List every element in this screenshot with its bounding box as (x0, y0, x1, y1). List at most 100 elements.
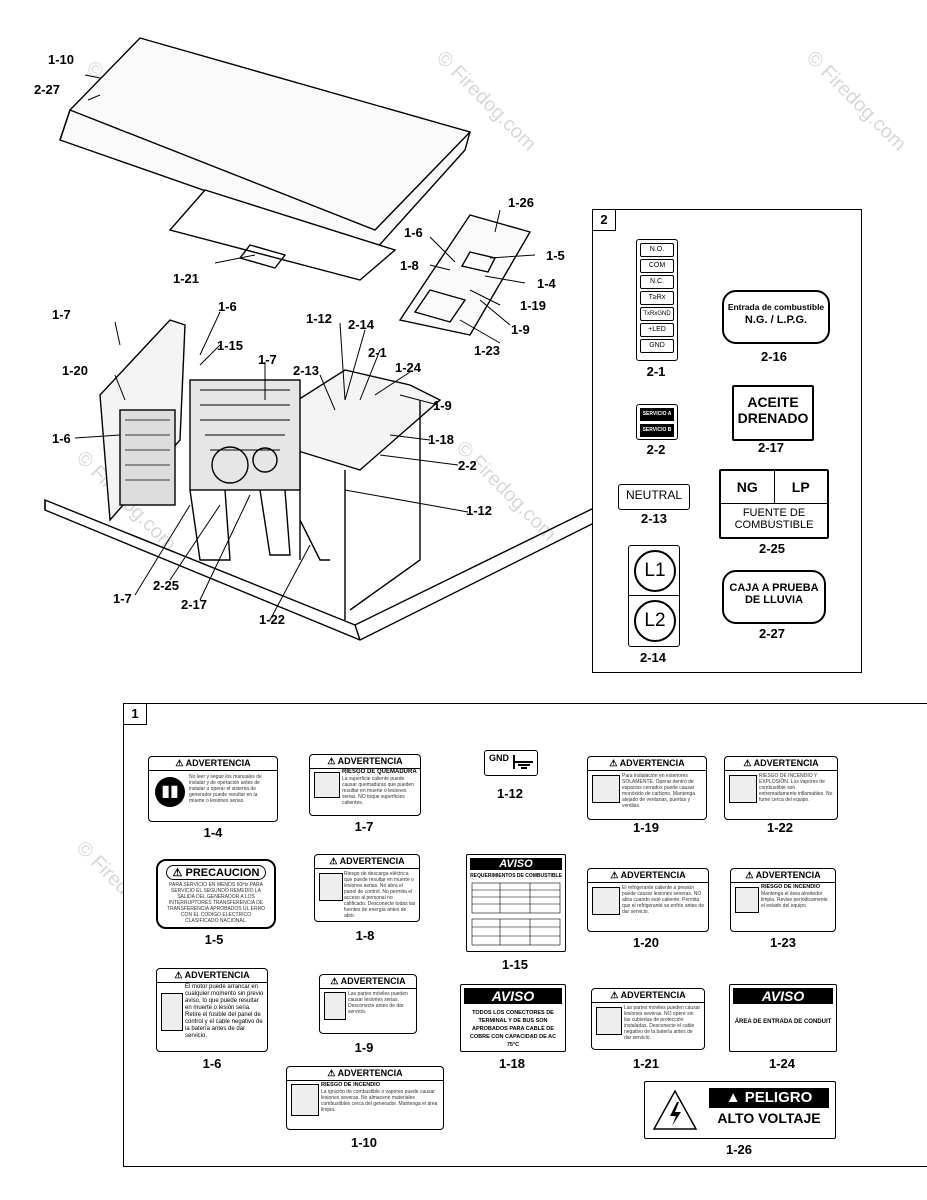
callout-1-19: 1-19 (520, 298, 547, 313)
fuel-entry-decal: Entrada de combustible N.G. / L.P.G. (722, 290, 830, 344)
decal-caption: 1-23 (769, 935, 797, 950)
gnd-decal: GND (484, 750, 538, 776)
warning-triangle-icon: ⚠ (745, 870, 754, 880)
decal-caption: 1-21 (632, 1056, 660, 1071)
panel-1-decals: 1 ⚠ ADVERTENCIA ▮▮ No leer y seguir los … (123, 703, 927, 1167)
callout-1-5: 1-5 (546, 248, 565, 263)
terminal-row: +LED (640, 323, 674, 337)
service-row: SERVICIO A (640, 408, 674, 421)
warning-triangle-icon: ⚠ (327, 756, 336, 766)
decal-subhead: RIESGO DE QUEMADURA (342, 769, 417, 775)
header-text: ADVERTENCIA (755, 870, 821, 880)
header-text: ADVERTENCIA (620, 990, 686, 1000)
advertencia-header: ⚠ ADVERTENCIA (588, 869, 708, 883)
terminal-strip-decal: N.O. COM N.C. T≥Rx TxRxGND +LED GND (636, 239, 678, 361)
decal-subhead: RIESGO DE INCENDIO (321, 1082, 380, 1088)
callout-1-24: 1-24 (395, 360, 422, 375)
fuel-entry-line2: N.G. / L.P.G. (744, 314, 808, 326)
aviso-header: AVISO (733, 988, 833, 1004)
fuel-requirements-head: REQUERIMIENTOS DE COMBUSTIBLE (470, 873, 562, 879)
exhaust-hazard-icon (592, 775, 620, 803)
callout-2-13: 2-13 (293, 363, 320, 378)
fire-hazard-icon (291, 1084, 319, 1116)
aviso-header: AVISO (464, 988, 562, 1004)
header-text: ADVERTENCIA (340, 976, 406, 986)
oil-drain-decal: ACEITE DRENADO (732, 385, 814, 441)
warning-triangle-icon: ⚠ (174, 970, 183, 980)
decal-1-6: ⚠ ADVERTENCIA El motor puede arrancar en… (156, 968, 268, 1052)
warning-triangle-icon: ⚠ (609, 758, 618, 768)
header-text: ADVERTENCIA (753, 758, 819, 768)
decal-1-21: ⚠ ADVERTENCIA Las partes móviles pueden … (591, 988, 705, 1050)
rainproof-box-decal: CAJA A PRUEBA DE LLUVIA (722, 570, 826, 624)
decal-body: Las partes móviles pueden causar lesione… (624, 1005, 701, 1041)
watermark: © Firedog.com (801, 46, 911, 156)
auto-start-icon (161, 993, 183, 1031)
callout-1-21: 1-21 (173, 271, 200, 286)
moving-parts-icon (324, 992, 346, 1020)
header-text: ADVERTENCIA (185, 758, 251, 768)
decal-1-18: AVISO TODOS LOS CONECTORES DE TERMINAL Y… (460, 984, 566, 1052)
decal-1-26: ▲ PELIGRO ALTO VOLTAJE (644, 1081, 836, 1139)
gnd-text: GND (489, 753, 509, 763)
manual-book-icon: ▮▮ (155, 777, 185, 807)
decal-caption: 1-7 (354, 819, 374, 834)
callout-1-20: 1-20 (62, 363, 89, 378)
decal-caption: 2-17 (757, 440, 785, 455)
callout-1-7: 1-7 (113, 591, 132, 606)
decal-caption: 2-1 (646, 364, 666, 379)
panel-tag: 2 (593, 210, 616, 231)
terminal-row: T≥Rx (640, 291, 674, 305)
decal-caption: 1-8 (355, 928, 375, 943)
decal-caption: 1-6 (202, 1056, 222, 1071)
header-text: ADVERTENCIA (619, 758, 685, 768)
rainproof-line1: CAJA A PRUEBA (729, 582, 819, 594)
terminal-row: COM (640, 259, 674, 273)
decal-1-20: ⚠ ADVERTENCIA El refrigerante caliente a… (587, 868, 709, 932)
callout-2-27: 2-27 (34, 82, 61, 97)
high-voltage-icon (652, 1089, 698, 1130)
rainproof-line2: DE LLUVIA (744, 594, 804, 606)
callout-1-18: 1-18 (428, 432, 455, 447)
oil-line2: DRENADO (737, 410, 809, 426)
advertencia-header: ⚠ ADVERTENCIA (731, 869, 835, 883)
fuel-requirements-table (471, 882, 561, 946)
callout-1-12: 1-12 (306, 311, 333, 326)
warning-triangle-icon: ⚠ (329, 856, 338, 866)
advertencia-header: ⚠ ADVERTENCIA (315, 855, 419, 869)
exploded-generator-diagram (44, 37, 600, 641)
decal-body: El refrigerante caliente a presión puede… (622, 885, 704, 915)
service-row: SERVICIO B (640, 424, 674, 437)
decal-1-10: ⚠ ADVERTENCIA RIESGO DE INCENDIO La igni… (286, 1066, 444, 1130)
neutral-text: NEUTRAL (625, 488, 682, 502)
l1-circle: L1 (634, 550, 676, 592)
decal-caption: 2-25 (758, 541, 786, 556)
high-voltage-text: ALTO VOLTAJE (717, 1110, 821, 1126)
callout-1-9: 1-9 (511, 322, 530, 337)
callout-1-23: 1-23 (474, 343, 501, 358)
warning-triangle-icon: ⚠ (175, 758, 184, 768)
moving-parts-icon (596, 1007, 622, 1035)
warning-triangle-icon: ⚠ (610, 870, 619, 880)
decal-caption: 2-13 (640, 511, 668, 526)
warning-triangle-icon: ⚠ (330, 976, 339, 986)
callout-1-22: 1-22 (259, 612, 286, 627)
callout-1-10: 1-10 (48, 52, 75, 67)
terminal-row: N.O. (640, 243, 674, 257)
callout-1-6: 1-6 (218, 299, 237, 314)
decal-1-15: AVISO REQUERIMIENTOS DE COMBUSTIBLE (466, 854, 566, 952)
callout-1-7: 1-7 (52, 307, 71, 322)
panel-tag: 1 (124, 704, 147, 725)
callout-2-14: 2-14 (348, 317, 375, 332)
ground-symbol-icon (513, 755, 533, 769)
header-text: ADVERTENCIA (337, 756, 403, 766)
advertencia-header: ⚠ ADVERTENCIA (310, 755, 420, 769)
terminal-row: N.C. (640, 275, 674, 289)
fuel-source-decal: NG LP FUENTE DE COMBUSTIBLE (719, 469, 829, 539)
decal-1-4: ⚠ ADVERTENCIA ▮▮ No leer y seguir los ma… (148, 756, 278, 822)
decal-caption: 1-18 (498, 1056, 526, 1071)
decal-caption: 1-4 (203, 825, 223, 840)
decal-body: El motor puede arrancar en cualquier mom… (185, 984, 264, 1039)
decal-caption: 1-26 (725, 1142, 753, 1157)
decal-caption: 2-2 (646, 442, 666, 457)
